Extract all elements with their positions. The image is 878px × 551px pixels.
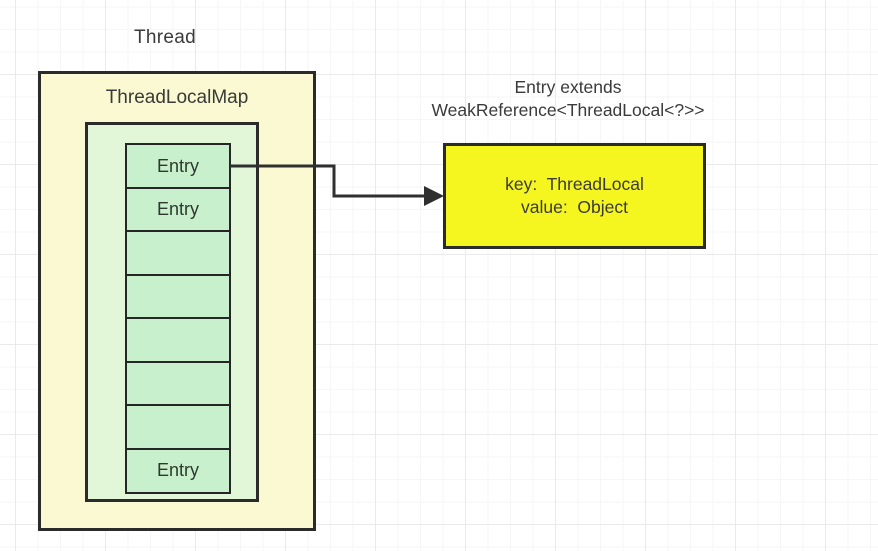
entry-slot-7: Entry [125, 447, 231, 494]
entry-slot-stack: Entry Entry Entry [125, 143, 231, 494]
threadlocalmap-box: Entry Entry Entry [85, 122, 259, 502]
thread-label: Thread [134, 27, 197, 48]
entry-slot-6 [125, 404, 231, 450]
entry-key-line: key: ThreadLocal [505, 174, 644, 194]
thread-box: ThreadLocalMap Entry Entry Entry [38, 71, 316, 531]
entry-note-line1: Entry extends [514, 77, 622, 97]
entry-note: Entry extends WeakReference<ThreadLocal<… [400, 76, 736, 122]
entry-slot-3 [125, 273, 231, 320]
arrowhead-icon [424, 186, 444, 206]
entry-slot-0: Entry [125, 143, 231, 189]
entry-note-line2: WeakReference<ThreadLocal<?>> [431, 100, 705, 120]
entry-slot-4 [125, 317, 231, 363]
threadlocalmap-label: ThreadLocalMap [105, 87, 249, 108]
entry-slot-2 [125, 230, 231, 276]
entry-slot-5 [125, 360, 231, 407]
entry-slot-1: Entry [125, 186, 231, 233]
entry-value-line: value: Object [521, 197, 628, 217]
entry-detail-box: key: ThreadLocal value: Object [443, 143, 706, 249]
